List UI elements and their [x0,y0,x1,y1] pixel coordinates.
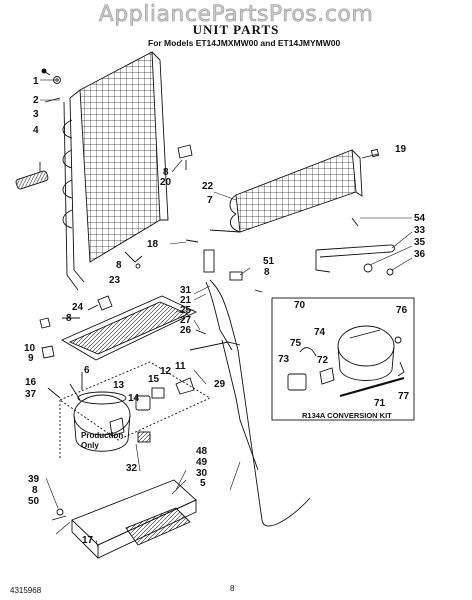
callout-16: 16 [25,377,37,388]
callout-71: 71 [374,398,386,409]
callout-8: 8 [163,167,169,178]
callout-27: 27 [180,315,192,326]
page-number: 8 [230,584,235,593]
document-number: 4315968 [10,586,42,595]
callout-8: 8 [116,260,122,271]
callout-8: 8 [66,313,72,324]
condenser-bracket [177,144,193,170]
callout-30: 30 [196,468,208,479]
callout-17: 17 [82,535,94,546]
callout-36: 36 [414,249,426,260]
callout-29: 29 [214,379,226,390]
callout-9: 9 [28,353,34,364]
callout-73: 73 [278,354,290,365]
callout-21: 21 [180,295,192,306]
callout-54: 54 [414,213,426,224]
compressor-base-plate [51,479,197,559]
callout-1: 1 [33,76,39,87]
callout-70: 70 [294,300,306,311]
screw [361,148,380,159]
drain-pan [61,295,198,361]
callout-4: 4 [33,125,39,136]
callout-33: 33 [414,225,426,236]
callout-13: 13 [113,380,125,391]
callout-5: 5 [200,478,206,489]
callout-49: 49 [196,457,208,468]
production-only-note: Production Only [81,431,123,451]
callout-11: 11 [175,361,186,372]
callout-25: 25 [180,305,192,316]
callout-51: 51 [263,256,275,267]
callout-23: 23 [109,275,121,286]
callout-20: 20 [160,177,172,188]
watermark: AppliancePartsPros.com [98,2,374,28]
callout-14: 14 [128,393,140,404]
callout-72: 72 [317,355,329,366]
callout-6: 6 [84,365,90,376]
callout-75: 75 [290,338,302,349]
production-note-line-2: Only [81,441,99,450]
callout-15: 15 [148,374,160,385]
condenser-coil [62,51,169,291]
callout-77: 77 [398,391,410,402]
callout-8: 8 [264,267,270,278]
start-relay [135,377,195,411]
drain-trough-clip [229,271,263,293]
callout-35: 35 [414,237,426,248]
callout-48: 48 [196,446,208,457]
wiring-harness-clip [15,170,49,190]
callout-10: 10 [24,343,36,354]
callout-24: 24 [72,302,84,313]
leader-lines [40,79,413,549]
conversion-kit-box [271,297,415,421]
callout-18: 18 [147,239,159,250]
callout-37: 37 [25,389,37,400]
refrigerant-tubing [189,279,311,527]
clip [39,317,55,359]
callout-7: 7 [207,195,213,206]
callout-76: 76 [396,305,408,316]
callout-50: 50 [28,496,40,507]
defrost-heater [315,217,395,276]
callout-8: 8 [32,485,38,496]
conversion-kit-label: R134A CONVERSION KIT [302,411,392,420]
page-subtitle: For Models ET14JMXMW00 and ET14JMYMW00 [148,38,341,48]
evaporator-coil [203,149,363,273]
callout-3: 3 [33,109,39,120]
overload-cover [137,431,151,443]
production-note-line-1: Production [81,431,124,440]
callout-26: 26 [180,325,192,336]
callout-2: 2 [33,95,39,106]
screw [185,239,199,243]
callout-39: 39 [28,474,40,485]
callout-32: 32 [126,463,138,474]
callout-31: 31 [180,285,192,296]
compressor-assembly [59,361,211,460]
callout-19: 19 [395,144,407,155]
callout-74: 74 [314,327,326,338]
page-title: UNIT PARTS [192,22,280,37]
mounting-screw [41,68,51,76]
callout-22: 22 [202,181,214,192]
bracket [124,251,143,269]
tube-clip [195,329,207,335]
callout-12: 12 [160,366,172,377]
